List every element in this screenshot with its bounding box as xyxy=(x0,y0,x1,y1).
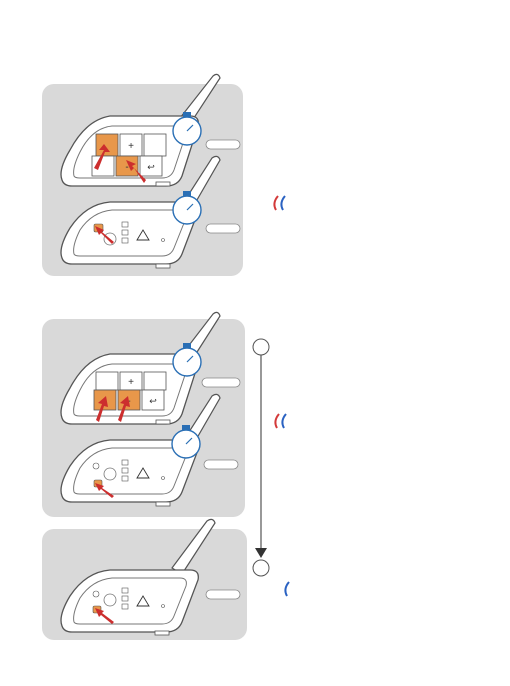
flow-connector xyxy=(253,339,269,576)
small-button[interactable] xyxy=(93,463,99,469)
panel-step-c xyxy=(42,519,247,640)
left-button[interactable] xyxy=(96,134,118,156)
duration-pill xyxy=(202,378,240,387)
small-button[interactable] xyxy=(93,591,99,597)
led-flash-indicator xyxy=(285,582,289,596)
small-button[interactable] xyxy=(122,588,128,593)
duration-pill xyxy=(206,590,240,599)
small-button[interactable] xyxy=(122,222,128,227)
panel-step-b: + - ↩ xyxy=(42,312,245,517)
panel-step-a: + - ↩ xyxy=(42,74,243,276)
small-button[interactable] xyxy=(122,476,128,481)
flow-start-node xyxy=(253,339,269,355)
device-clip xyxy=(156,264,170,268)
led-icon xyxy=(162,477,165,480)
duration-pill xyxy=(206,224,240,233)
duration-pill xyxy=(204,460,238,469)
led-flash-indicator xyxy=(274,196,285,210)
small-button[interactable] xyxy=(122,238,128,243)
device-clip xyxy=(156,502,170,506)
small-button[interactable] xyxy=(122,468,128,473)
plus-symbol: + xyxy=(128,377,134,388)
flow-arrowhead-icon xyxy=(255,548,267,558)
device-clip xyxy=(156,182,170,186)
small-button[interactable] xyxy=(122,596,128,601)
left-button[interactable] xyxy=(96,372,118,390)
led-icon xyxy=(162,605,165,608)
led-icon xyxy=(162,239,165,242)
small-button[interactable] xyxy=(122,460,128,465)
right-button[interactable] xyxy=(144,134,166,156)
phone-symbol: ↩ xyxy=(149,396,157,406)
small-button[interactable] xyxy=(122,230,128,235)
duration-pill xyxy=(206,140,240,149)
device-clip xyxy=(156,420,170,424)
phone-symbol: ↩ xyxy=(147,162,155,172)
led-flash-indicator xyxy=(275,414,286,428)
center-button[interactable] xyxy=(104,468,116,480)
right-button[interactable] xyxy=(144,372,166,390)
plus-symbol: + xyxy=(128,141,134,152)
center-button[interactable] xyxy=(104,594,116,606)
small-button[interactable] xyxy=(122,604,128,609)
flow-end-node xyxy=(253,560,269,576)
device-clip xyxy=(155,631,169,635)
